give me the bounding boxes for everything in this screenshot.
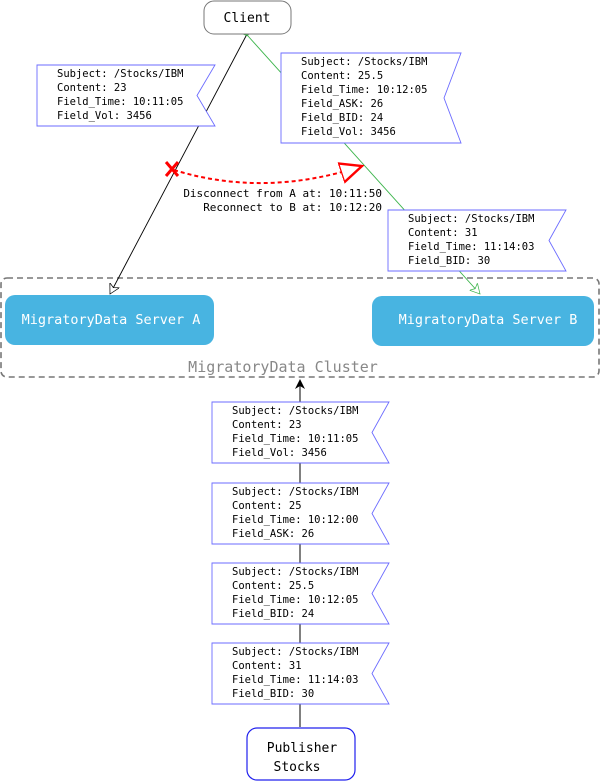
publisher-label-line2: Stocks [274, 760, 321, 775]
message-line: Field_ASK: 26 [301, 98, 383, 110]
message-flag-shape [211, 482, 390, 545]
message-line: Subject: /Stocks/IBM [232, 405, 358, 417]
message-line: Field_BID: 30 [408, 255, 490, 267]
message-line: Subject: /Stocks/IBM [301, 56, 427, 68]
disconnect-label: Disconnect from A at: 10:11:50 [183, 187, 382, 200]
message-flag-shape [280, 52, 462, 144]
message-line: Field_Time: 10:12:00 [232, 514, 358, 526]
published-message: Subject: /Stocks/IBM Content: 31 Field_Tim… [211, 642, 390, 705]
cluster-label: MigratoryData Cluster [188, 358, 378, 376]
message-line: Field_Time: 10:11:05 [232, 433, 358, 445]
connection-client-server-a [110, 36, 246, 294]
publisher-node: Publisher Stocks [246, 727, 356, 781]
message-line: Content: 25.5 [301, 70, 383, 82]
message-line: Content: 31 [408, 227, 478, 239]
message-layer: Subject: /Stocks/IBM Content: 23 Field_Tim… [36, 52, 567, 705]
message-line: Field_BID: 30 [232, 688, 314, 700]
message-line: Field_Time: 10:11:05 [57, 96, 183, 108]
message-line: Subject: /Stocks/IBM [232, 646, 358, 658]
message-line: Field_Time: 10:12:05 [232, 594, 358, 606]
message-line: Subject: /Stocks/IBM [408, 213, 534, 225]
reconnect-label: Reconnect to B at: 10:12:20 [203, 201, 382, 214]
message-via-server-b: Subject: /Stocks/IBM Content: 25.5Field_T… [280, 52, 462, 144]
server-a-label: MigratoryData Server A [22, 312, 201, 328]
message-line: Subject: /Stocks/IBM [232, 566, 358, 578]
client-node: Client [203, 0, 292, 35]
message-flag-shape [211, 642, 390, 705]
message-flag-shape [211, 401, 390, 464]
client-label: Client [224, 11, 271, 26]
published-message: Subject: /Stocks/IBM Content: 23 Field_Tim… [211, 401, 390, 464]
message-line: Field_Time: 11:14:03 [232, 674, 358, 686]
message-line: Field_Vol: 3456 [57, 110, 152, 122]
message-flag-shape [36, 64, 216, 127]
message-line: Field_BID: 24 [232, 608, 314, 620]
message-line: Content: 25 [232, 500, 302, 512]
message-line: Field_Vol: 3456 [232, 447, 327, 459]
message-line: Subject: /Stocks/IBM [232, 486, 358, 498]
message-line: Content: 31 [232, 660, 302, 672]
message-line: Field_Vol: 3456 [301, 126, 396, 138]
failover-arrow [173, 166, 362, 183]
message-flag-shape [387, 209, 567, 272]
message-line: Content: 25.5 [232, 580, 314, 592]
server-b-label: MigratoryData Server B [399, 312, 578, 328]
message-line: Field_BID: 24 [301, 112, 383, 124]
server-b-node: MigratoryData Server B [372, 296, 594, 346]
server-a-node: MigratoryData Server A [5, 295, 214, 345]
message-via-server-a: Subject: /Stocks/IBM Content: 23 Field_Tim… [36, 64, 216, 127]
message-server-b-to-client: Subject: /Stocks/IBM Content: 31 Field_Tim… [387, 209, 567, 272]
publisher-label-line1: Publisher [267, 741, 338, 756]
message-line: Field_Time: 11:14:03 [408, 241, 534, 253]
message-line: Field_ASK: 26 [232, 528, 314, 540]
disconnect-x-icon [164, 161, 180, 177]
message-line: Field_Time: 10:12:05 [301, 84, 427, 96]
message-line: Content: 23 [232, 419, 302, 431]
published-message: Subject: /Stocks/IBM Content: 25 Field_Tim… [211, 482, 390, 545]
message-flag-shape [211, 562, 390, 625]
message-line: Content: 23 [57, 82, 127, 94]
published-message: Subject: /Stocks/IBM Content: 25.5Field_T… [211, 562, 390, 625]
message-line: Subject: /Stocks/IBM [57, 68, 183, 80]
